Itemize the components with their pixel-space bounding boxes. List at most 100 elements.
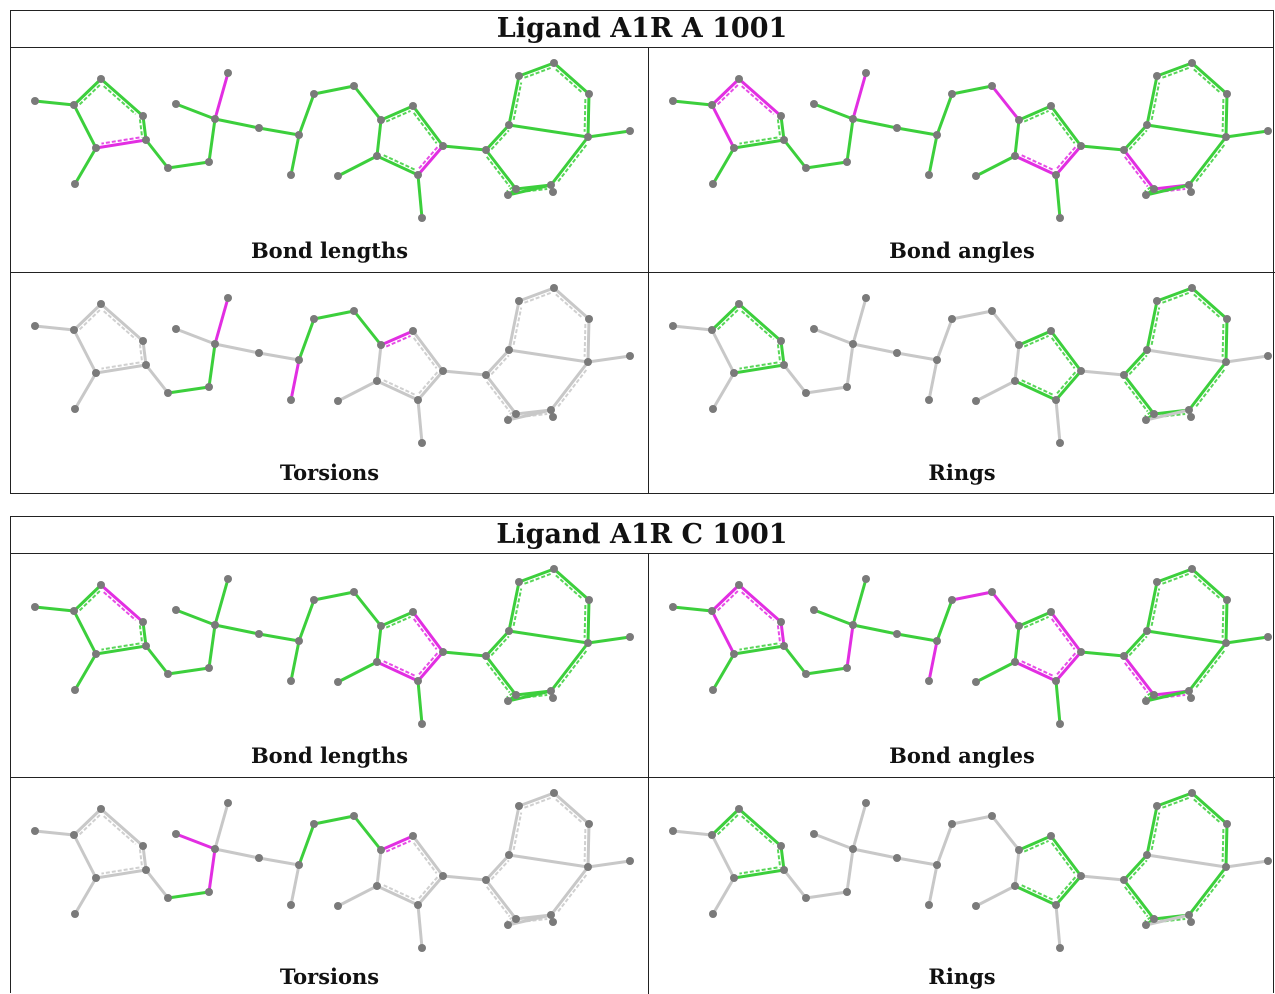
bond <box>1079 144 1126 152</box>
bond <box>927 358 939 402</box>
atom <box>139 337 147 345</box>
aromatic-bond <box>524 66 552 79</box>
aromatic-bond <box>412 337 438 369</box>
bond <box>1144 913 1191 927</box>
atom <box>414 677 422 685</box>
atom <box>512 410 520 418</box>
atom <box>1011 152 1019 160</box>
bond <box>586 822 591 869</box>
panel-grid: Bond lengths Bond angles Torsions Rings <box>11 48 1275 494</box>
atom <box>810 830 818 838</box>
bond <box>33 324 76 332</box>
bond <box>552 567 591 602</box>
aromatic-bond <box>512 812 523 851</box>
aromatic-bond <box>1124 381 1149 413</box>
divider <box>648 554 649 994</box>
atom <box>933 637 941 645</box>
bond <box>1187 360 1228 412</box>
bond <box>710 609 736 656</box>
bond <box>851 577 868 627</box>
bond <box>213 342 261 355</box>
aromatic-bond <box>1195 369 1226 407</box>
atom <box>1052 901 1060 909</box>
bond <box>484 373 518 416</box>
aromatic-bond <box>555 293 584 319</box>
molecule-structure <box>31 59 634 222</box>
panel-label: Rings <box>928 964 996 989</box>
atom <box>92 874 100 882</box>
bond <box>549 641 590 693</box>
atom <box>933 356 941 364</box>
bond <box>549 360 590 412</box>
bond <box>213 847 261 860</box>
atom <box>735 805 743 813</box>
bond <box>1155 567 1194 584</box>
atom <box>1222 133 1230 141</box>
atom <box>972 902 980 910</box>
atom <box>709 910 717 918</box>
atom <box>373 658 381 666</box>
bond <box>517 61 556 78</box>
atom <box>550 284 558 292</box>
bond <box>72 609 98 656</box>
panel-grid: Bond lengths Bond angles Torsions Rings <box>11 554 1275 994</box>
bond <box>782 363 808 395</box>
bond <box>99 77 145 118</box>
atom <box>780 136 788 144</box>
bond <box>506 689 553 703</box>
bond <box>1145 804 1159 857</box>
bond <box>416 369 445 402</box>
atom <box>585 315 593 323</box>
aromatic-bond <box>1050 842 1076 874</box>
atom <box>172 100 180 108</box>
bond <box>94 868 148 880</box>
atom <box>730 369 738 377</box>
bond <box>33 605 76 613</box>
bond <box>1155 286 1194 303</box>
aromatic-bond <box>1128 635 1148 657</box>
bond <box>352 814 383 852</box>
bond <box>73 371 98 411</box>
bond <box>1144 408 1191 422</box>
bond <box>141 339 148 367</box>
atom <box>626 633 634 641</box>
atom <box>71 405 79 413</box>
aromatic-bond <box>776 119 782 138</box>
bond <box>312 84 356 96</box>
atom <box>948 596 956 604</box>
atom <box>287 396 295 404</box>
aromatic-bond <box>385 615 411 629</box>
atom <box>1015 622 1023 630</box>
aromatic-bond <box>138 119 144 138</box>
panel-label: Rings <box>928 460 996 485</box>
panel-label: Torsions <box>279 460 380 485</box>
atom <box>735 300 743 308</box>
atom <box>988 307 996 315</box>
bond <box>935 822 954 867</box>
atom <box>1015 341 1023 349</box>
bond <box>1049 834 1083 878</box>
bond <box>974 154 1017 178</box>
bond <box>336 884 379 908</box>
bond <box>845 847 855 894</box>
aromatic-bond <box>103 310 137 340</box>
atom <box>439 872 447 880</box>
aromatic-bond <box>412 618 438 650</box>
atom <box>1077 142 1085 150</box>
bond <box>1122 654 1156 697</box>
atom <box>505 346 513 354</box>
atom <box>504 697 512 705</box>
aromatic-bond <box>741 591 775 621</box>
atom <box>31 827 39 835</box>
atom <box>843 158 851 166</box>
atom <box>377 846 385 854</box>
atom <box>1187 694 1195 702</box>
bond <box>1145 299 1159 352</box>
bond <box>1155 61 1194 78</box>
bond <box>166 666 211 676</box>
bond <box>213 577 230 627</box>
bond <box>289 358 301 402</box>
atom <box>1185 406 1193 414</box>
atom <box>1187 918 1195 926</box>
bond <box>506 183 553 197</box>
